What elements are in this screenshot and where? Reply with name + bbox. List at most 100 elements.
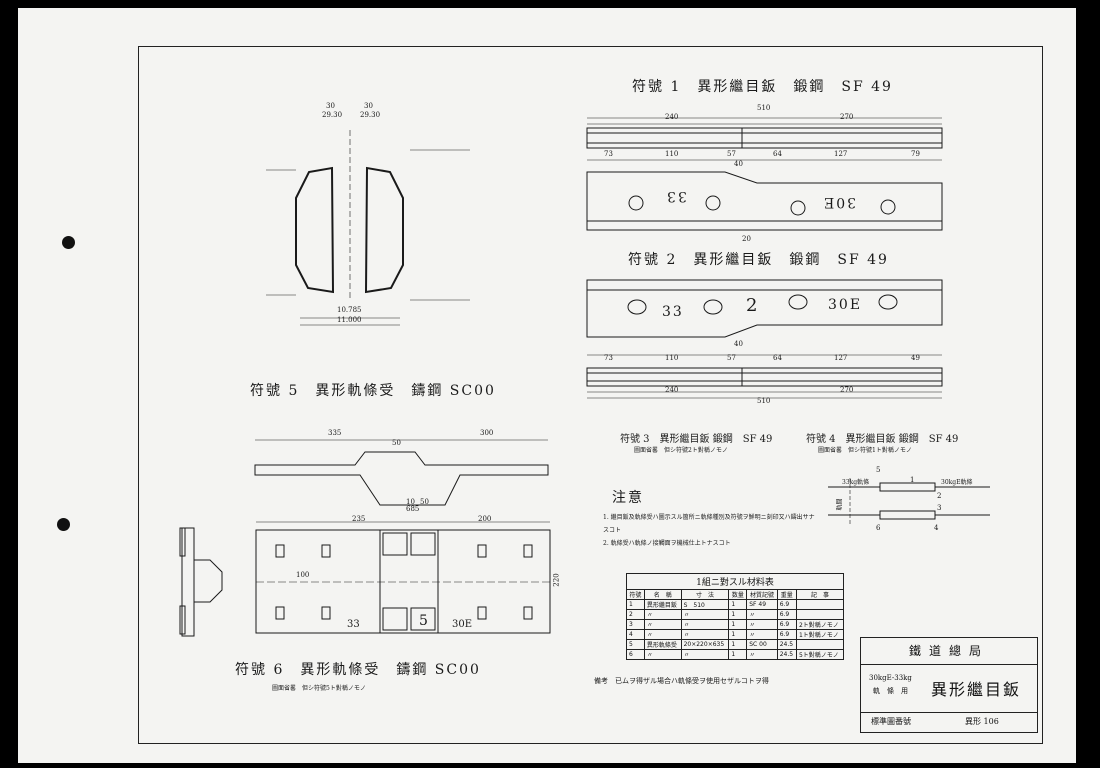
rail-mark: 30E xyxy=(452,619,473,630)
bolt-hole xyxy=(880,199,896,215)
parts-table-caption: 1組ニ對スル材料表 xyxy=(626,573,844,589)
dimension-label: 240 xyxy=(665,113,679,121)
dimension-label: 57 xyxy=(727,354,736,362)
table-cell: 3 xyxy=(626,619,645,630)
table-cell: SC 00 xyxy=(746,639,778,650)
table-header: 寸 法 xyxy=(680,589,730,600)
note-item: 2. 軌條受ハ軌條ノ接觸面ヲ機械仕上トナスコト xyxy=(603,540,731,547)
bolt-hole xyxy=(705,195,721,211)
table-row: 5 異形軌條受 20×220×635 1 SC 00 24.5 xyxy=(626,639,845,650)
part3-title: 符號 3 異形繼目鈑 鍛鋼 SF 49 xyxy=(620,434,773,445)
table-row: 6 〃 〃 1 〃 24.5 5ト對稱ノモノ xyxy=(626,649,845,660)
table-cell: 1 xyxy=(728,639,748,650)
table-cell: 6.9 xyxy=(776,629,797,640)
table-cell: 6.9 xyxy=(776,619,797,630)
drawing-frame xyxy=(138,46,1043,744)
rail-mark: 33 xyxy=(347,619,360,630)
table-cell: S 510 xyxy=(680,599,730,610)
dimension-label: 50 xyxy=(420,498,429,506)
dimension-label: 110 xyxy=(665,150,679,158)
bolt-hole xyxy=(703,299,723,315)
notes-heading: 注意 xyxy=(612,490,644,506)
dimension-label: 49 xyxy=(911,354,920,362)
dimension-label: 270 xyxy=(840,113,854,121)
dimension-label: 300 xyxy=(480,429,494,437)
assembly-label: 3 xyxy=(937,504,942,512)
table-cell: 〃 xyxy=(643,619,682,630)
bolt-hole xyxy=(788,294,808,310)
bolt-hole xyxy=(790,200,806,216)
part5-cross-section xyxy=(266,130,470,326)
organization-name: 鐵道總局 xyxy=(861,638,1037,665)
part-number-mark: 5 xyxy=(419,613,430,629)
dimension-label: 64 xyxy=(773,150,782,158)
spec-line: 30kgE-33kg xyxy=(869,674,912,682)
dimension-label: 510 xyxy=(757,397,771,405)
table-cell: 24.5 xyxy=(776,649,797,660)
part-number-mark: 2 xyxy=(746,295,760,316)
table-cell: 6.9 xyxy=(776,609,797,620)
table-cell xyxy=(795,599,845,610)
table-cell: 1 xyxy=(728,649,748,660)
part6-elevation xyxy=(254,439,549,506)
table-cell: SF 49 xyxy=(746,599,778,610)
table-row: 4 〃 〃 1 〃 6.9 1ト對稱ノモノ xyxy=(626,629,845,640)
table-row: 2 〃 〃 1 〃 6.9 xyxy=(626,609,845,620)
table-cell: 〃 xyxy=(643,609,682,620)
note-item: 1. 繼目鈑及軌條受ハ圖示スル箇所ニ軌條種別及符號ヲ鮮明ニ刻印又ハ鑄出サナスコト xyxy=(603,514,815,534)
table-header: 記 事 xyxy=(795,589,845,600)
dimension-label: 235 xyxy=(352,515,366,523)
table-cell: 〃 xyxy=(746,609,778,620)
dimension-label: 40 xyxy=(734,340,743,348)
dimension-label: 20 xyxy=(742,235,751,243)
assembly-label: 1 xyxy=(910,476,915,484)
part6-plan-view xyxy=(255,521,551,634)
remark: 備考 已ムヲ得ザル場合ハ軌條受ヲ使用セザルコトヲ得 xyxy=(594,677,769,685)
table-cell: 〃 xyxy=(643,649,682,660)
dimension-label: 127 xyxy=(834,354,848,362)
table-cell: 異形繼目鈑 xyxy=(643,599,682,610)
table-cell: 4 xyxy=(626,629,645,640)
dimension-label: 73 xyxy=(604,354,613,362)
table-cell: 〃 xyxy=(680,619,730,630)
drawing-title: 異形繼目鈑 xyxy=(931,680,1022,699)
parts-table: 1組ニ對スル材料表 符號 名 稱 寸 法 数量 材質記號 重量 記 事 1 異形… xyxy=(626,573,845,660)
dimension-label: 10.785 xyxy=(337,306,362,314)
standard-number-row: 標準圖番號 異形 106 xyxy=(861,712,1037,732)
assembly-label: 2 xyxy=(937,492,942,500)
dimension-label: 79 xyxy=(911,150,920,158)
part3-note: 圖面省畧 但シ符號2ト對稱ノモノ xyxy=(634,447,728,454)
dimension-label: 335 xyxy=(328,429,342,437)
table-cell: 24.5 xyxy=(776,639,797,650)
assembly-label: 6 xyxy=(876,524,881,532)
assembly-sketch xyxy=(828,478,990,525)
part6-note: 圖面省畧 但シ符號5ト對稱ノモノ xyxy=(272,685,366,692)
title-block: 鐵道總局 30kgE-33kg 軌 條 用 異形繼目鈑 標準圖番號 異形 106 xyxy=(860,637,1038,733)
table-cell: 2ト對稱ノモノ xyxy=(795,619,845,630)
table-header: 重量 xyxy=(776,589,797,600)
dimension-label: 29.30 xyxy=(322,111,343,119)
bolt-hole xyxy=(627,299,647,315)
table-cell: 1 xyxy=(728,609,748,620)
std-number: 異形 106 xyxy=(965,717,999,726)
assembly-label: 5 xyxy=(876,466,881,474)
table-cell: 〃 xyxy=(746,629,778,640)
table-cell: 6 xyxy=(626,649,645,660)
dimension-label: 50 xyxy=(392,439,401,447)
table-header: 数量 xyxy=(728,589,748,600)
dimension-label: 100 xyxy=(296,571,310,579)
rail-mark: 33 xyxy=(665,188,687,204)
part6-end-view xyxy=(179,527,223,637)
table-cell: 〃 xyxy=(680,629,730,640)
table-row: 1 異形繼目鈑 S 510 1 SF 49 6.9 xyxy=(626,599,845,610)
dimension-label: 10 xyxy=(406,498,415,506)
part1-title: 符號 1 異形繼目鈑 鍛鋼 SF 49 xyxy=(632,79,893,95)
table-cell: 6.9 xyxy=(776,599,797,610)
dimension-label: 510 xyxy=(757,104,771,112)
table-header: 名 稱 xyxy=(643,589,682,600)
bolt-hole xyxy=(878,294,898,310)
dimension-label: 64 xyxy=(773,354,782,362)
assembly-axis-label: 軌間 xyxy=(836,498,844,511)
table-cell: 20×220×635 xyxy=(680,639,730,650)
